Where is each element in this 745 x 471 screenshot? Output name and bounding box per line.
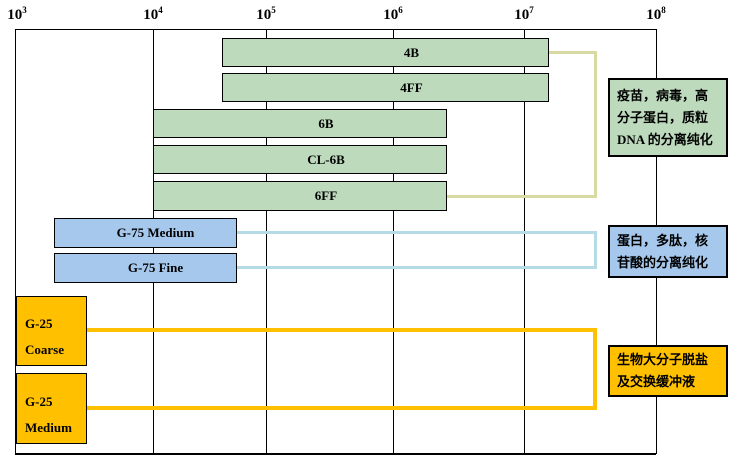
- bar-4ff: 4FF: [222, 73, 549, 102]
- x-tick-1e7: 107: [514, 5, 534, 23]
- bar-label-g75-fine: G-75 Fine: [127, 260, 184, 275]
- bar-6b: 6B: [153, 109, 447, 138]
- annotation-yellow-line2: 及交换缓冲液: [617, 374, 696, 389]
- x-tick-1e6: 106: [383, 5, 403, 23]
- connector-green-top-segment: [549, 51, 597, 54]
- annotation-green-line1: 疫苗，病毒，高: [617, 87, 709, 103]
- annotation-blue-line1: 蛋白，多肽，核: [617, 232, 709, 248]
- x-tick-1e4: 104: [143, 5, 163, 23]
- bar-label-4b: 4B: [403, 44, 420, 60]
- bar-label-6ff: 6FF: [314, 188, 338, 203]
- bar-4b: 4B: [222, 38, 549, 67]
- bar-label-g25-medium-line1: G-25: [25, 394, 53, 409]
- connector-blue-bottom-segment: [237, 266, 597, 269]
- connector-blue-vertical-segment: [594, 231, 597, 269]
- gridline-1e7: [524, 29, 525, 454]
- bar-g75-fine: G-75 Fine: [54, 253, 237, 283]
- annotation-green-line2: 分子蛋白，质粒: [617, 109, 709, 125]
- bar-cl6b: CL-6B: [153, 145, 447, 174]
- x-axis-top-line: [15, 29, 656, 30]
- bar-label-g25-coarse-line2: Coarse: [25, 342, 64, 357]
- gridline-1e5: [266, 29, 267, 454]
- bar-label-g25-coarse-line1: G-25: [25, 316, 53, 331]
- x-tick-1e8: 108: [646, 5, 666, 23]
- x-tick-1e3: 103: [7, 5, 27, 23]
- bar-g75-medium: G-75 Medium: [54, 218, 237, 248]
- bar-label-4ff: 4FF: [400, 79, 423, 95]
- annotation-yellow-applications: 生物大分子脱盐 及交换缓冲液: [608, 345, 728, 397]
- connector-yellow-vertical-segment: [593, 328, 597, 410]
- bar-6ff: 6FF: [153, 181, 447, 211]
- gridline-1e3: [15, 29, 16, 454]
- connector-blue-top-segment: [237, 231, 597, 234]
- x-axis-bottom-line: [15, 453, 656, 455]
- annotation-green-line3: DNA 的分离纯化: [617, 131, 713, 147]
- bar-label-g75-medium: G-75 Medium: [116, 225, 195, 240]
- annotation-blue-applications: 蛋白，多肽，核 苷酸的分离纯化: [608, 225, 728, 278]
- annotation-green-applications: 疫苗，病毒，高 分子蛋白，质粒 DNA 的分离纯化: [608, 78, 728, 157]
- connector-green-bottom-segment: [447, 195, 597, 198]
- connector-yellow-bottom-segment: [87, 406, 597, 410]
- x-tick-1e5: 105: [256, 5, 276, 23]
- bar-g25-coarse: G-25 Coarse: [16, 296, 87, 366]
- annotation-yellow-line1: 生物大分子脱盐: [617, 352, 709, 367]
- bar-label-g25-medium-line2: Medium: [25, 420, 72, 435]
- bar-label-6b: 6B: [318, 115, 334, 131]
- gridline-1e6: [393, 29, 394, 454]
- bar-label-cl6b: CL-6B: [307, 151, 345, 167]
- connector-yellow-top-segment: [87, 328, 597, 332]
- bar-g25-medium: G-25 Medium: [16, 373, 87, 444]
- connector-green-vertical-segment: [594, 51, 597, 198]
- annotation-blue-line2: 苷酸的分离纯化: [617, 254, 709, 270]
